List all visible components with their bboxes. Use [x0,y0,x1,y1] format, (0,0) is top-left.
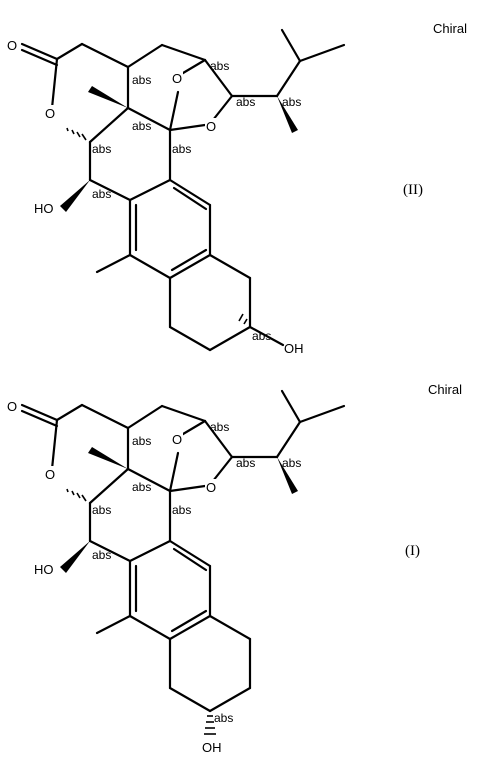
structure-i-stereo-bonds [60,447,298,735]
structure-i-stereo-labels: abs abs abs abs abs abs abs abs abs [92,420,301,725]
abs-label: abs [92,142,111,156]
compound-label: (II) [403,182,423,198]
hydroxyl-label: OH [284,341,304,356]
abs-label: abs [132,73,151,87]
ketone-oxygen-label: O [7,399,17,414]
compound-label: (I) [405,543,420,559]
abs-label: abs [210,59,229,73]
structure-ii-bonds [20,28,346,352]
abs-label: abs [132,119,151,133]
bridge-oxygen-label: O [206,480,216,495]
abs-label: abs [282,95,301,109]
chiral-label: Chiral [428,382,462,397]
bridge-oxygen-label: O [172,432,182,447]
ketone-oxygen-label: O [7,38,17,53]
abs-label: abs [236,456,255,470]
ring-oxygen-label: O [45,467,55,482]
bridge-oxygen-label: O [206,119,216,134]
structure-ii-stereo-labels: abs abs abs abs abs abs abs abs abs [92,59,301,343]
abs-label: abs [282,456,301,470]
abs-label: abs [210,420,229,434]
abs-label: abs [92,187,111,201]
abs-label: abs [132,434,151,448]
hydroxyl-label: HO [34,201,54,216]
structure-i-bonds [20,389,346,713]
ring-oxygen-label: O [45,106,55,121]
hydroxyl-label: HO [34,562,54,577]
bridge-oxygen-label: O [172,71,182,86]
structure-ii-atom-labels: O O O O HO OH [6,37,304,356]
abs-label: abs [92,503,111,517]
abs-label: abs [214,711,233,725]
structure-i-atom-labels: O O O O HO OH [6,398,222,755]
abs-label: abs [92,548,111,562]
abs-label: abs [172,142,191,156]
abs-label: abs [236,95,255,109]
abs-label: abs [132,480,151,494]
structure-ii: O O O O HO OH abs abs abs abs abs abs ab… [6,21,467,356]
abs-label: abs [172,503,191,517]
abs-label: abs [252,329,271,343]
structure-i: O O O O HO OH abs abs abs abs abs abs ab… [6,382,462,755]
structure-ii-stereo-bonds [60,86,298,325]
chiral-label: Chiral [433,21,467,36]
hydroxyl-label: OH [202,740,222,755]
